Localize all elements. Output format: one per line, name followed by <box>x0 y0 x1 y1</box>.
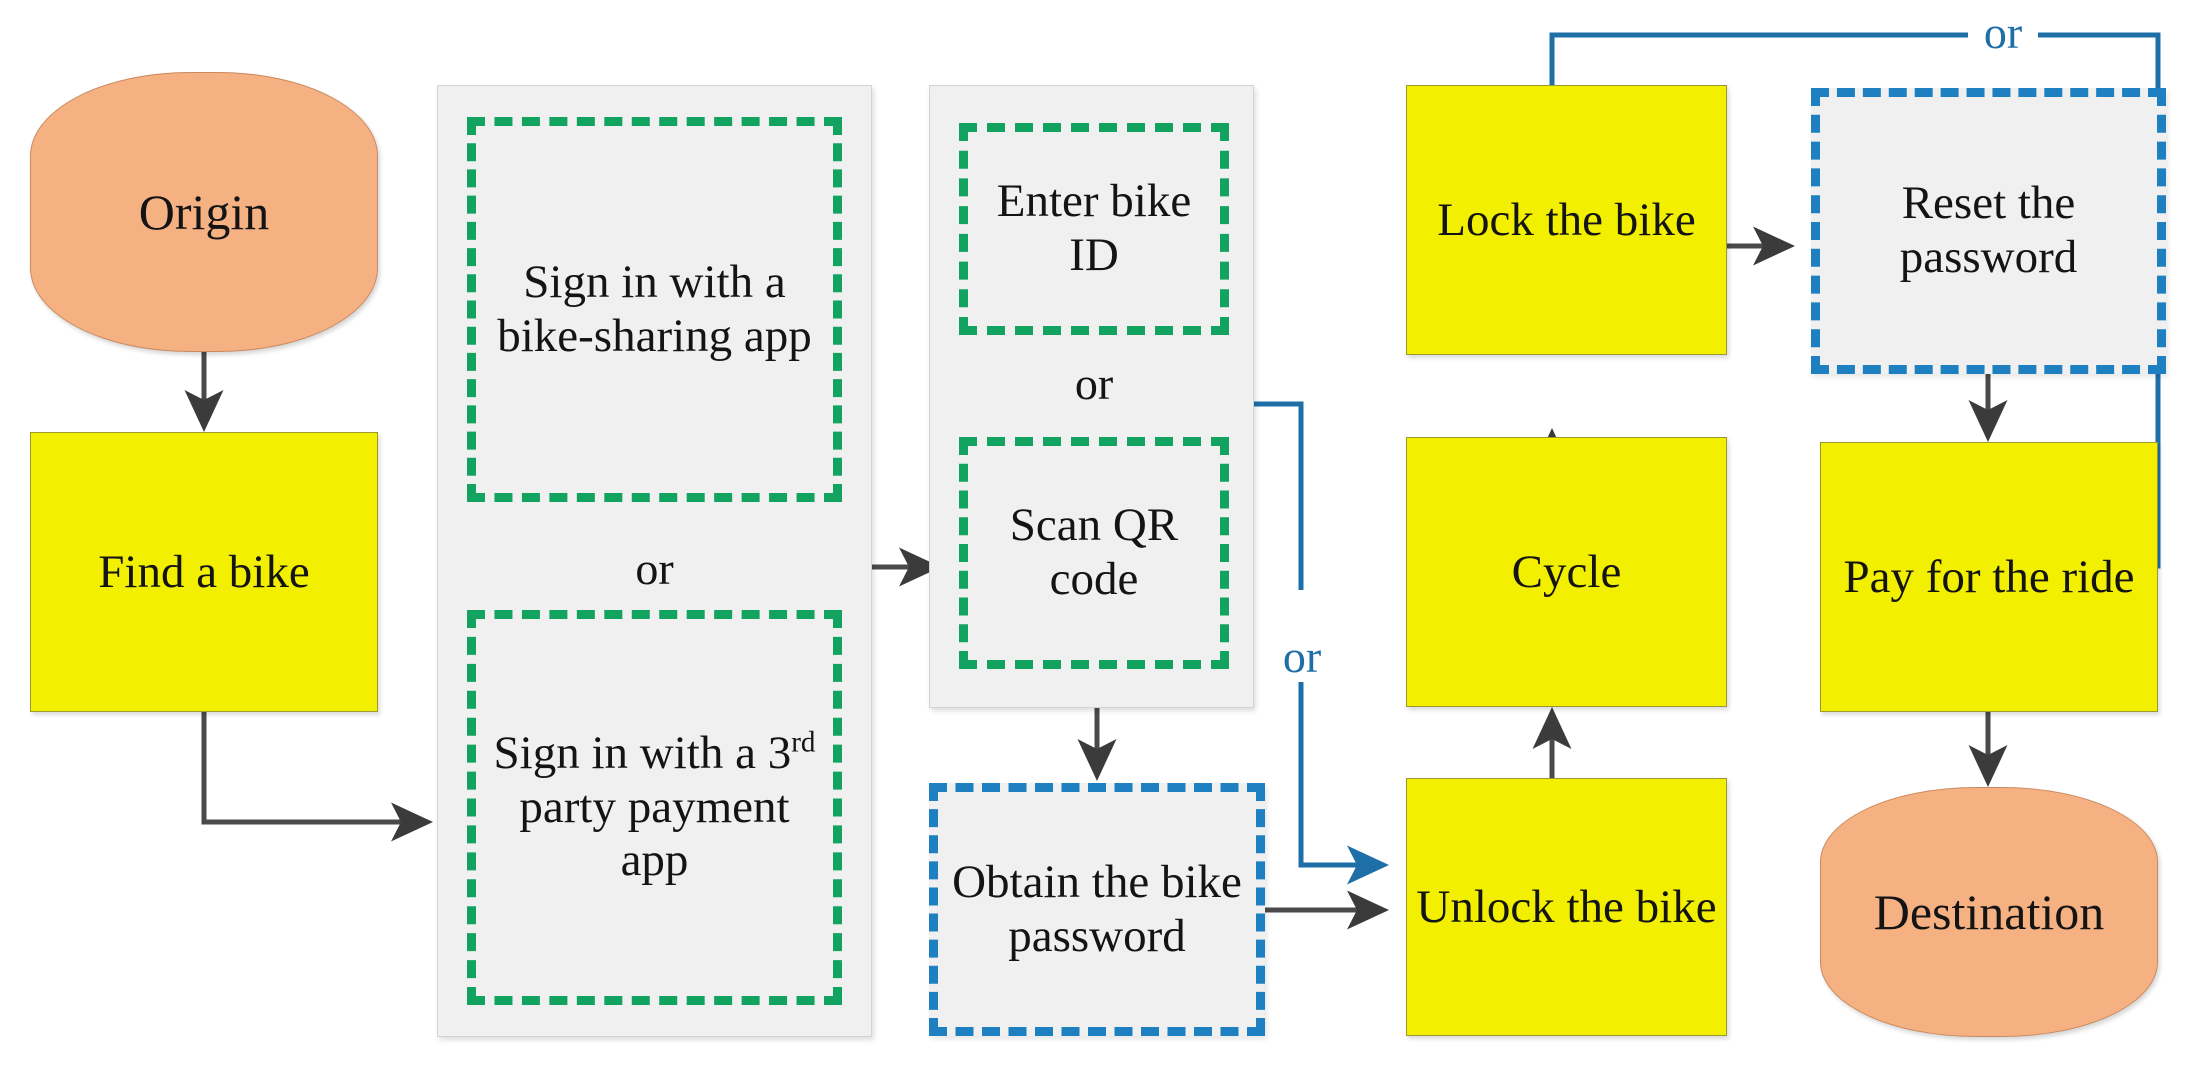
node-obtain-bike-password[interactable]: Obtain the bike password <box>929 783 1265 1036</box>
node-obtain-bike-password-label: Obtain the bike password <box>952 855 1242 962</box>
node-destination[interactable]: Destination <box>1820 787 2158 1037</box>
node-scan-qr-code[interactable]: Scan QR code <box>959 437 1229 669</box>
node-sign-in-third-party-payment-app-label: Sign in with a 3rd party payment app <box>493 726 816 887</box>
node-find-a-bike-label: Find a bike <box>98 545 310 598</box>
node-sign-in-bike-sharing-app[interactable]: Sign in with a bike-sharing app <box>467 117 842 502</box>
bike-identify-group-container <box>929 85 1254 708</box>
node-sign-in-bike-sharing-app-label: Sign in with a bike-sharing app <box>497 255 812 362</box>
link-branch-upper <box>1254 401 1304 590</box>
node-lock-the-bike[interactable]: Lock the bike <box>1406 85 1727 355</box>
or-label-blue-top: or <box>1983 7 2023 58</box>
or-label-column3: or <box>1074 358 1114 409</box>
node-destination-label: Destination <box>1873 884 2105 940</box>
node-scan-qr-code-label: Scan QR code <box>1009 499 1179 605</box>
node-find-a-bike[interactable]: Find a bike <box>30 432 378 712</box>
node-reset-the-password-label: Reset the password <box>1899 177 2078 283</box>
node-pay-for-the-ride[interactable]: Pay for the ride <box>1820 442 2158 712</box>
node-enter-bike-id[interactable]: Enter bike ID <box>959 123 1229 335</box>
node-origin[interactable]: Origin <box>30 72 378 352</box>
node-cycle[interactable]: Cycle <box>1406 437 1727 707</box>
node-lock-the-bike-label: Lock the bike <box>1437 193 1696 246</box>
node-unlock-the-bike-label: Unlock the bike <box>1416 880 1717 933</box>
node-cycle-label: Cycle <box>1511 545 1622 598</box>
node-unlock-the-bike[interactable]: Unlock the bike <box>1406 778 1727 1036</box>
node-sign-in-third-party-payment-app[interactable]: Sign in with a 3rd party payment app <box>467 610 842 1005</box>
node-origin-label: Origin <box>138 184 270 240</box>
node-enter-bike-id-label: Enter bike ID <box>996 175 1192 281</box>
link-find-to-signin <box>201 712 433 842</box>
link-branch-to-unlock <box>1298 682 1389 885</box>
node-reset-the-password[interactable]: Reset the password <box>1811 88 2166 374</box>
node-pay-for-the-ride-label: Pay for the ride <box>1843 550 2135 603</box>
signin-group-container <box>437 85 872 1037</box>
or-label-blue-branch: or <box>1282 631 1322 682</box>
or-label-column2: or <box>635 543 674 594</box>
